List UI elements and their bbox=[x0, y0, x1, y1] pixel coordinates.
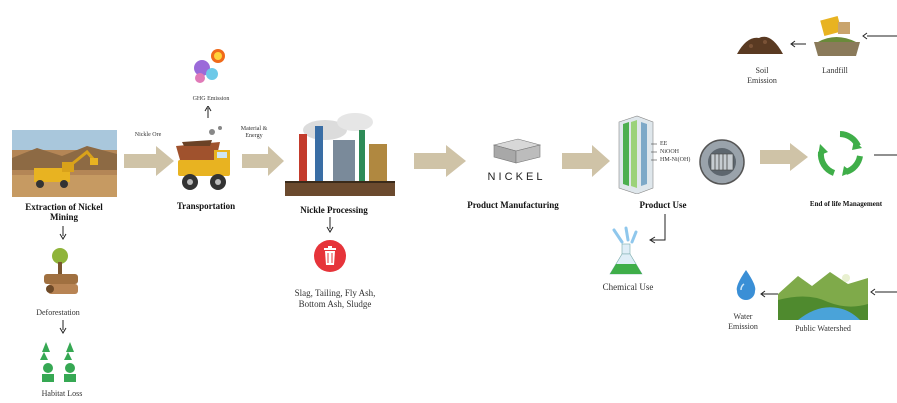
battery-cell-icon bbox=[615, 112, 657, 194]
left-arrow bbox=[790, 40, 806, 48]
manufacturing-label: Product Manufacturing bbox=[467, 200, 559, 210]
product-use-label: Product Use bbox=[639, 200, 687, 210]
left-arrow bbox=[760, 290, 778, 298]
water-drop-icon bbox=[735, 270, 757, 300]
soil-pile-icon bbox=[737, 30, 783, 56]
nickel-word: N I C K E L bbox=[487, 171, 543, 183]
flow-arrow bbox=[124, 146, 174, 176]
battery-label-niooh: NiOOH bbox=[660, 149, 679, 155]
ghg-emission-label: GHG Emission bbox=[192, 96, 230, 102]
dump-truck-icon bbox=[172, 122, 238, 196]
soil-emission-label: Soil Emission bbox=[747, 66, 777, 85]
ghg-emission-icon bbox=[190, 46, 230, 88]
engine-gear-icon bbox=[697, 136, 747, 188]
habitat-loss-icon bbox=[38, 338, 82, 384]
transportation-label: Transportation bbox=[176, 201, 236, 211]
down-arrow bbox=[58, 320, 68, 334]
flow-arrow bbox=[242, 146, 284, 176]
down-arrow bbox=[58, 226, 68, 240]
incoming-line bbox=[862, 32, 897, 40]
landfill-icon bbox=[812, 14, 862, 62]
incoming-line bbox=[874, 153, 897, 157]
extraction-label: Extraction of Nickel Mining bbox=[25, 202, 103, 222]
watershed-image bbox=[778, 264, 868, 320]
processing-waste-label: Slag, Tailing, Fly Ash, Bottom Ash, Slud… bbox=[294, 288, 376, 309]
end-of-life-label: End of life Management bbox=[809, 200, 883, 208]
landfill-label: Landfill bbox=[822, 66, 848, 75]
recycle-icon bbox=[816, 130, 864, 178]
chemical-use-label: Chemical Use bbox=[602, 282, 654, 292]
battery-label-hmnioh: HM-Ni(OH) bbox=[660, 157, 691, 163]
down-arrow bbox=[325, 217, 335, 233]
habitat-loss-label: Habitat Loss bbox=[41, 389, 83, 398]
battery-label-ee: EE bbox=[660, 141, 668, 147]
elbow-arrow bbox=[647, 214, 671, 248]
flow-arrow bbox=[414, 145, 466, 177]
material-energy-label: Material & Energy bbox=[240, 126, 268, 139]
incoming-line bbox=[870, 288, 897, 296]
nickle-ore-label: Nickle Ore bbox=[134, 132, 162, 138]
nickel-plant-image bbox=[285, 100, 395, 196]
deforestation-icon bbox=[38, 246, 86, 298]
deforestation-label: Deforestation bbox=[36, 308, 80, 317]
public-watershed-label: Public Watershed bbox=[795, 324, 851, 333]
chemical-flask-icon bbox=[604, 226, 650, 278]
up-arrow bbox=[203, 106, 213, 118]
nickel-ingot-icon bbox=[488, 135, 546, 171]
water-emission-label: Water Emission bbox=[728, 312, 758, 331]
trash-bin-icon bbox=[314, 240, 346, 272]
mining-site-image bbox=[12, 130, 117, 197]
flow-arrow bbox=[562, 145, 610, 177]
processing-label: Nickle Processing bbox=[300, 205, 368, 215]
flow-arrow bbox=[760, 143, 808, 171]
